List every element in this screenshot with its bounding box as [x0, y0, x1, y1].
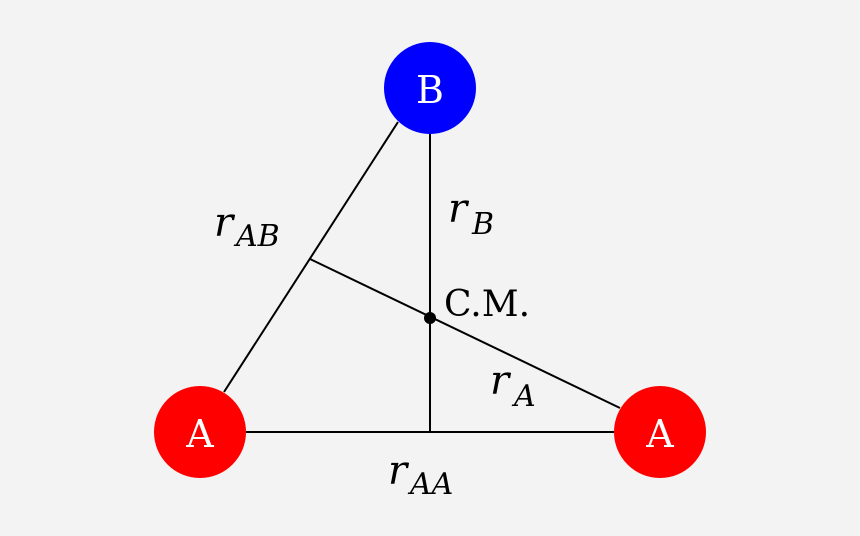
atom-a-left-circle: [154, 386, 246, 478]
atom-b-label: B: [416, 68, 444, 112]
label-center-of-mass: C.M.: [444, 284, 530, 325]
atom-a-right-circle: [614, 386, 706, 478]
label-r-b-main: r: [448, 186, 470, 232]
label-r-aa-main: r: [388, 448, 410, 494]
label-r-ab-main: r: [214, 200, 236, 246]
label-r-aa-sub: AA: [407, 467, 453, 502]
atom-a-left-label: A: [185, 412, 214, 456]
bond-a-left-b: [223, 121, 399, 393]
label-r-a-main: r: [490, 358, 512, 404]
atom-b: B: [384, 42, 476, 134]
label-r-a: r A: [490, 358, 536, 414]
label-r-aa: r AA: [388, 448, 453, 502]
center-of-mass-dot: [424, 312, 436, 324]
atom-b-circle: [384, 42, 476, 134]
atom-a-right-label: A: [645, 412, 674, 456]
label-r-b: r B: [448, 186, 494, 242]
label-r-ab-sub: AB: [233, 219, 280, 254]
atom-a-left: A: [154, 386, 246, 478]
label-r-ab: r AB: [214, 200, 280, 254]
label-r-a-sub: A: [511, 379, 536, 414]
atom-a-right: A: [614, 386, 706, 478]
line-midpoint-ab-to-a-right: [309, 258, 621, 409]
label-r-b-sub: B: [471, 207, 494, 242]
